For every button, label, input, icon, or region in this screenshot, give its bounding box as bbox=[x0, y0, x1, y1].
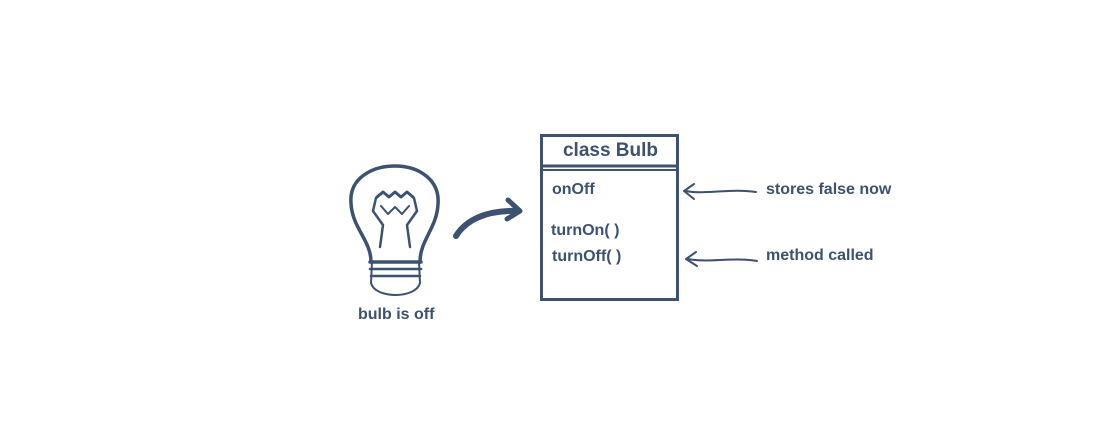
curved-arrow-icon bbox=[453, 197, 523, 239]
field-annotation: stores false now bbox=[766, 181, 892, 198]
method-turnon: turnOn( ) bbox=[551, 222, 620, 239]
annotation-arrow-field-icon bbox=[683, 183, 757, 200]
method-turnoff: turnOff( ) bbox=[552, 248, 622, 265]
field-onoff: onOff bbox=[552, 181, 595, 198]
class-title: class Bulb bbox=[562, 140, 659, 161]
lightbulb-icon bbox=[349, 164, 440, 296]
bulb-caption: bulb is off bbox=[358, 306, 435, 323]
class-box bbox=[540, 134, 679, 301]
method-annotation: method called bbox=[766, 247, 874, 264]
annotation-arrow-method-icon bbox=[685, 251, 758, 267]
